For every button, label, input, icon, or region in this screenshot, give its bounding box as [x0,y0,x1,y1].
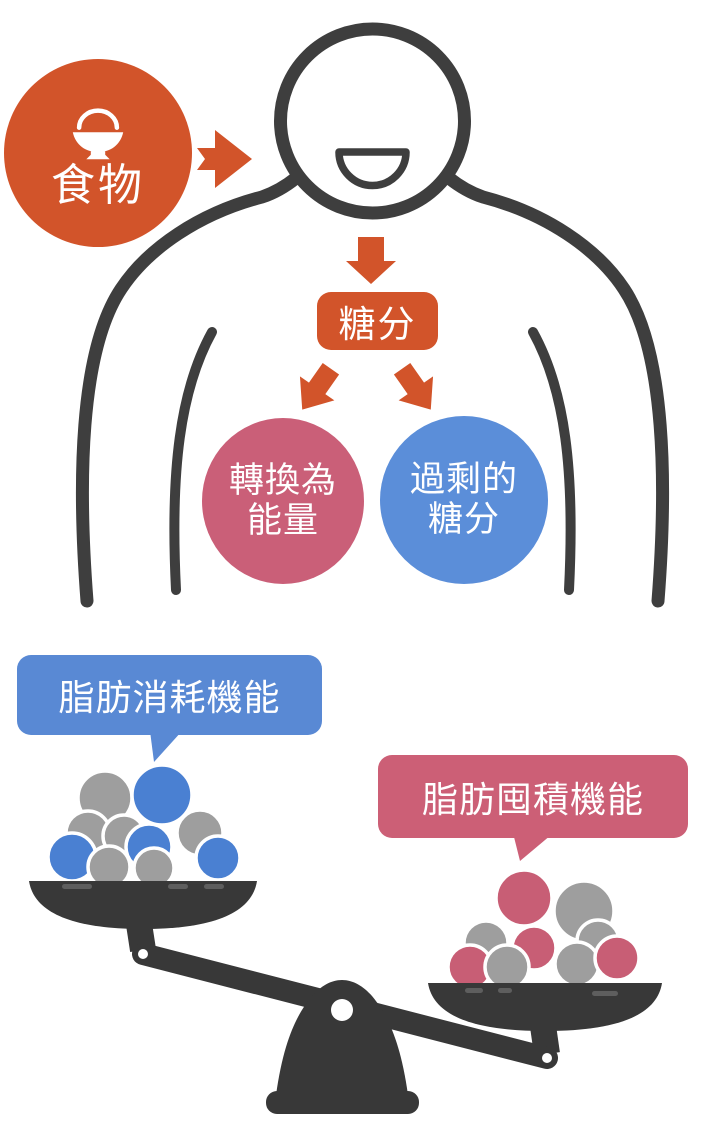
food-label: 食物 [51,160,145,211]
excess-sugar-circle: 過剩的 糖分 [380,416,548,584]
gray-ball [553,940,601,988]
blue-ball [130,763,194,827]
pink-ball [494,868,554,928]
right-bubble-tail [513,833,551,861]
fulcrum-base [266,1091,419,1114]
fulcrum-bell [276,980,408,1095]
right-pivot-hole [542,1053,552,1063]
excess-label-line1: 過剩的 [409,460,518,500]
food-to-body-arrow [197,130,252,188]
rice-bowl-icon [72,108,124,160]
fat-burn-label: 脂肪消耗機能 [58,678,281,719]
human-body [75,22,670,608]
sugar-box: 糖分 [317,292,438,350]
left-pan [29,881,257,929]
fat-store-label: 脂肪囤積機能 [421,779,644,821]
split-arrow-left [299,362,340,410]
sugar-label: 糖分 [338,303,417,346]
split-arrow-right [393,362,434,410]
blue-ball [194,834,242,882]
gray-ball [483,943,531,991]
energy-label-line2: 能量 [246,501,319,541]
left-pivot-hole [138,949,148,959]
right-pan-highlights [465,988,618,996]
head [274,22,471,220]
fulcrum-hole [331,999,353,1021]
pink-ball [593,934,641,982]
excess-label-line2: 糖分 [427,500,500,540]
right-arm-line [528,327,576,595]
food-circle: 食物 [4,59,192,247]
left-arm-line [169,327,217,595]
left-bubble-tail [150,731,182,762]
fat-burn-bubble: 脂肪消耗機能 [17,655,322,735]
sugar-down-arrow [346,237,396,284]
left-ball-pile [46,763,242,890]
left-pan-highlights [62,884,224,889]
energy-circle: 轉換為 能量 [202,418,364,584]
fat-store-bubble: 脂肪囤積機能 [378,755,688,838]
right-ball-pile [446,868,641,991]
mouth [335,148,410,190]
right-pan [428,983,662,1031]
energy-label-line1: 轉換為 [228,461,337,501]
